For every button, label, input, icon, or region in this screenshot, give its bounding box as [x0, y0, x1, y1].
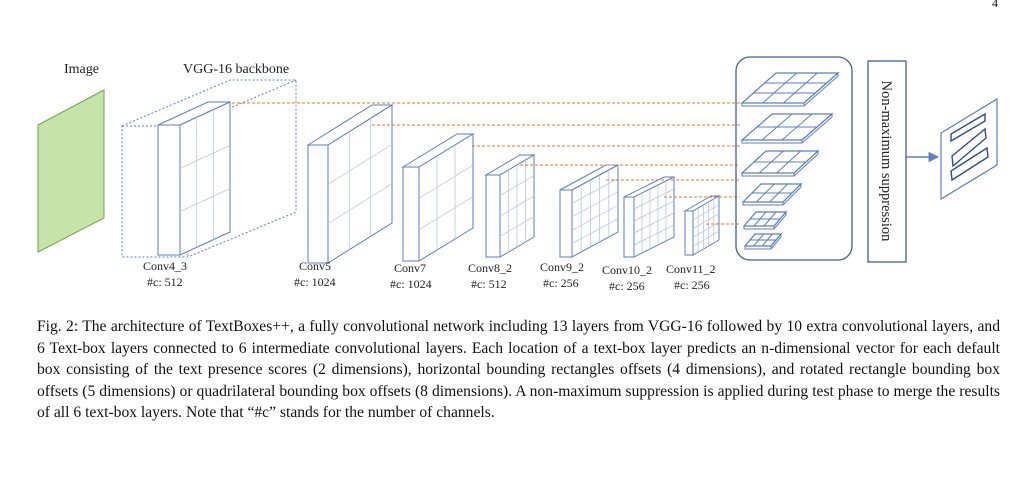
layer-name-conv10-2: Conv10_2 — [602, 263, 652, 277]
textbox-layer — [741, 182, 803, 206]
layer-channels-conv4-3: #c: 512 — [147, 275, 183, 289]
feature-map-conv11-2 — [683, 195, 721, 256]
architecture-diagram: Image VGG-16 backbone Conv4_3 #c: 512 Co… — [37, 56, 998, 293]
detected-text-box — [950, 146, 989, 182]
image-label: Image — [64, 62, 99, 77]
layer-name-conv7: Conv7 — [394, 261, 426, 275]
nms-label: Non-maximum suppression — [878, 81, 894, 242]
layer-name-conv8-2: Conv8_2 — [468, 261, 512, 275]
textbox-layer — [740, 71, 840, 107]
layer-labels: Conv4_3 #c: 512 Conv5 #c: 1024 Conv7 #c:… — [143, 259, 716, 293]
feature-map-conv8-2 — [484, 154, 536, 258]
input-image — [37, 89, 105, 253]
figure-caption: Fig. 2: The architecture of TextBoxes++,… — [37, 318, 1000, 421]
feature-map-conv9-2 — [559, 164, 619, 258]
layer-channels-conv9-2: #c: 256 — [543, 276, 579, 290]
nms-box — [867, 60, 907, 263]
layer-name-conv4-3: Conv4_3 — [143, 259, 187, 273]
textbox-layer — [743, 232, 783, 250]
feature-map-conv10-2 — [623, 176, 675, 258]
textbox-layer — [740, 149, 820, 177]
output-image — [940, 97, 998, 201]
textbox-layers-group — [735, 56, 853, 261]
detected-text-box — [950, 112, 986, 143]
textbox-layers — [740, 71, 840, 250]
feature-map-conv4-3 — [157, 101, 231, 256]
feature-connections — [232, 102, 740, 225]
feature-map-conv5 — [306, 104, 394, 264]
layer-channels-conv8-2: #c: 512 — [471, 277, 507, 291]
layer-channels-conv11-2: #c: 256 — [674, 278, 710, 292]
layer-channels-conv7: #c: 1024 — [390, 277, 432, 291]
textbox-layer — [742, 210, 788, 230]
detected-text-box — [951, 127, 987, 168]
layer-channels-conv5: #c: 1024 — [294, 275, 336, 289]
layer-name-conv5: Conv5 — [299, 259, 331, 273]
feature-map-layers — [157, 101, 721, 264]
backbone-label: VGG-16 backbone — [183, 62, 289, 77]
layer-channels-conv10-2: #c: 256 — [609, 279, 645, 293]
textbox-layer — [740, 112, 834, 144]
layer-name-conv11-2: Conv11_2 — [666, 262, 716, 276]
layer-name-conv9-2: Conv9_2 — [540, 260, 584, 274]
page-number: 4 — [992, 0, 998, 10]
feature-map-conv7 — [401, 133, 475, 262]
